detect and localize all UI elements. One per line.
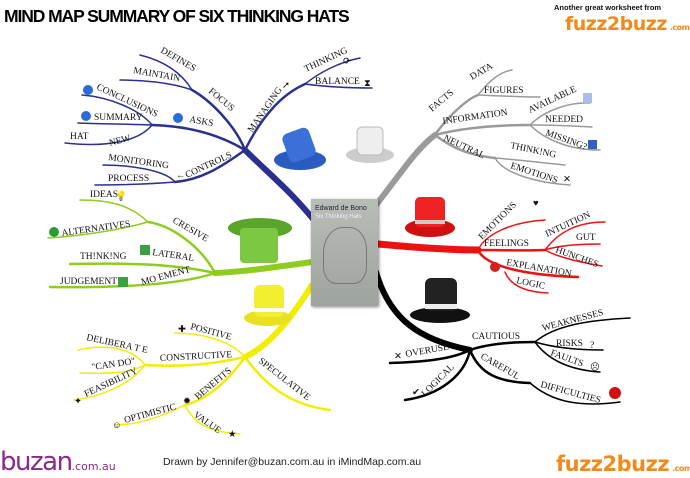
book-title: Six Thinking Hats — [315, 214, 362, 220]
heart-icon: ♥ — [533, 199, 539, 209]
white-branch — [369, 69, 601, 213]
label-explanation: EXPLANATION — [505, 258, 572, 279]
x-icon: ✕ — [563, 175, 571, 185]
fuzz2buzz-logo-top[interactable]: fuzz2buzz.com — [565, 13, 690, 35]
label-alternatives: ALTERNATIVES — [61, 219, 131, 239]
label-figures: FIGURES — [484, 86, 524, 96]
head-illustration — [323, 227, 367, 284]
smiley-icon: ☺ — [112, 421, 122, 431]
label-thinking-white: THINK!NG — [509, 141, 557, 160]
buzan-text: buzan — [0, 447, 73, 477]
label-asks: ASKS — [188, 115, 214, 129]
stop-sign-icon — [609, 387, 621, 399]
label-needed: NEEDED — [545, 115, 583, 125]
black-hat-icon — [410, 278, 470, 323]
label-process: PROCESS — [108, 174, 149, 184]
label-monitoring: MONITORING — [108, 153, 170, 171]
label-risks: RISKS — [556, 339, 583, 349]
number-4-icon — [173, 113, 183, 123]
magic-wand-icon: ✦ — [74, 396, 82, 407]
yellow-hat-icon — [244, 285, 292, 326]
blue-hat-icon — [274, 127, 326, 170]
label-feelings: FEELINGS — [484, 239, 529, 249]
sun-icon: ✹ — [183, 396, 191, 407]
checklist-icon: ✔ — [412, 388, 420, 398]
brand-text: fuzz2buzz — [565, 13, 667, 35]
red-branch — [374, 219, 606, 294]
credit-text: Drawn by Jennifer@buzan.com.au in iMindM… — [163, 456, 422, 468]
label-balance: BALANCE — [315, 77, 360, 87]
error-icon — [490, 262, 500, 272]
label-ideas: IDEAS — [90, 190, 118, 200]
label-managing: MANAGING — [246, 86, 285, 135]
hourglass-icon: ⧗ — [364, 79, 371, 89]
label-new: NEW — [108, 134, 132, 149]
label-benefits: BENEFITS — [194, 366, 234, 402]
label-constructive: CONSTRUCTIVE — [160, 350, 233, 364]
label-information: INFORMATION — [442, 108, 508, 127]
blue-x-icon: ✕ — [394, 352, 402, 362]
buzan-suffix: .com.au — [71, 460, 116, 473]
fuzz2buzz-logo-bottom[interactable]: fuzz2buzz.com — [556, 452, 690, 476]
plus-icon: ✚ — [178, 324, 186, 335]
page-title: MIND MAP SUMMARY OF SIX THINKING HATS — [4, 6, 350, 26]
red-hat-icon — [405, 197, 455, 237]
label-neutral: NEUTRAL — [442, 134, 487, 162]
promo-text: Another great worksheet from — [554, 3, 662, 12]
label-faults: FAULTS — [549, 348, 585, 369]
question-icon — [83, 85, 93, 95]
label-cresive: CRESIVE — [171, 216, 210, 245]
brand-text: fuzz2buzz — [556, 452, 670, 476]
yellow-branch — [73, 282, 332, 435]
label-hat: HAT — [70, 132, 89, 142]
label-summary: SUMMARY — [94, 113, 143, 123]
chart-icon — [583, 93, 592, 103]
label-facts: FACTS — [428, 88, 457, 114]
brand-suffix: .com — [672, 464, 690, 473]
label-value: VALUE — [191, 410, 222, 436]
book-author: Edward de Bono — [315, 205, 367, 212]
label-controls: CONTROLS — [184, 150, 234, 180]
sad-face-icon: ☹ — [590, 361, 600, 373]
label-logic: LOGIC — [515, 276, 545, 292]
decorative-icons: ⟳ ⧗ ➚ ← 💡 ✚ ☺ ✹ ★ ✦ ♥ ✕ ✕ ✔ ? ☹ — [49, 57, 621, 440]
star-icon: ★ — [228, 429, 237, 440]
arrow-up-right-icon: ➚ — [282, 81, 290, 91]
label-deliberate: DELIBERA T E — [85, 333, 148, 356]
label-available: AVAILABLE — [527, 85, 578, 116]
label-thinking-green: TH!NK!NG — [80, 252, 127, 262]
green-hat-icon — [228, 218, 292, 263]
six-thinking-hats-book-cover: Edward de Bono Six Thinking Hats — [311, 199, 378, 306]
label-movement: MO EMENT — [140, 265, 191, 288]
label-defines: DEFINES — [159, 46, 198, 74]
label-lateral: LATERAL — [152, 248, 195, 264]
arrow-left-icon: ← — [176, 171, 186, 181]
green-branch — [47, 199, 315, 289]
cross-box-icon — [118, 277, 128, 287]
buzan-logo[interactable]: buzan.com.au — [0, 447, 116, 477]
label-positive: POSITIVE — [189, 322, 233, 343]
label-optimistic: OPTIMISTIC — [123, 402, 177, 425]
blue-branch — [64, 54, 373, 228]
label-gut: GUT — [576, 233, 596, 243]
label-cautious: CAUTIOUS — [472, 332, 520, 342]
label-judgement: JUDGEMENT — [60, 277, 117, 287]
white-hat-icon — [346, 126, 394, 163]
lightbulb-icon: 💡 — [115, 190, 127, 202]
label-focus: FOCUS — [206, 87, 236, 114]
label-data: DATA — [469, 62, 495, 83]
black-branch — [373, 269, 631, 405]
label-emotions: EMOTIONS — [477, 200, 519, 242]
green-question-icon — [49, 227, 59, 237]
brand-suffix: .com — [669, 23, 690, 32]
bar-chart-icon — [588, 140, 597, 149]
label-hunches: HUNCHES — [554, 245, 600, 270]
expand-icon — [140, 245, 150, 255]
summary-icon — [81, 111, 91, 121]
refresh-icon: ⟳ — [343, 57, 352, 67]
help-bubble-icon: ? — [590, 341, 594, 351]
